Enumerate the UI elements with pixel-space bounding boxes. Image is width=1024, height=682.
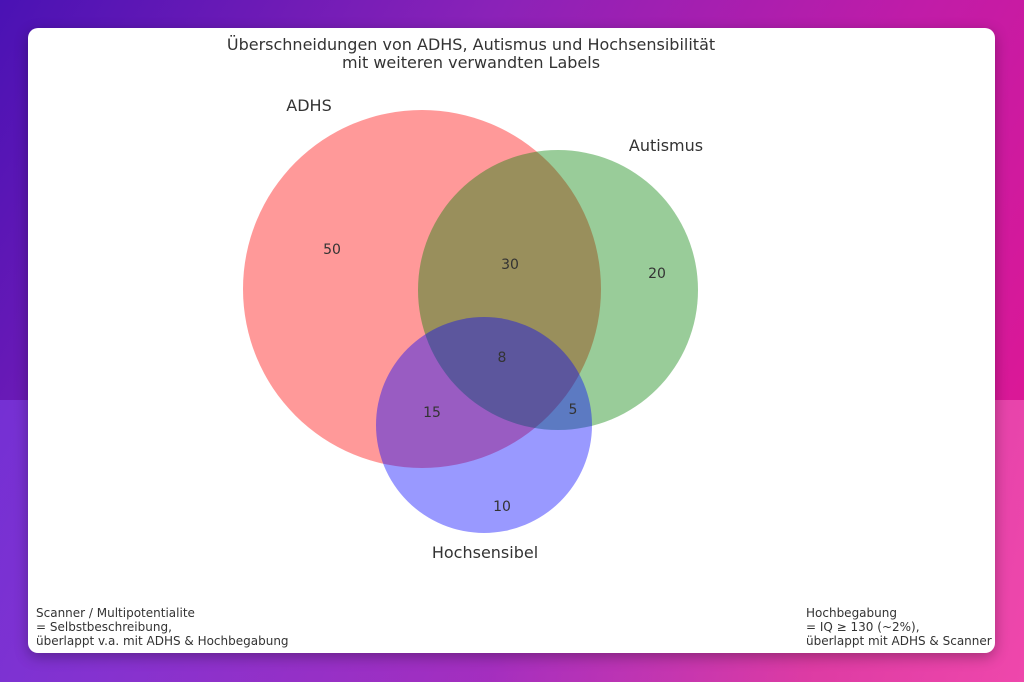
region-all: 8 — [498, 350, 507, 366]
venn-circle-autismus — [418, 150, 698, 430]
venn-circle-adhs — [243, 110, 601, 468]
region-adhs-only: 50 — [323, 242, 341, 258]
chart-card: Überschneidungen von ADHS, Autismus und … — [28, 28, 995, 653]
note-hochbegabung: Hochbegabung = IQ ≥ 130 (~2%), überlappt… — [806, 606, 992, 648]
venn-diagram: Überschneidungen von ADHS, Autismus und … — [227, 35, 715, 562]
set-label-autismus: Autismus — [629, 136, 703, 155]
chart-title-line2: mit weiteren verwandten Labels — [342, 53, 600, 72]
note-scanner: Scanner / Multipotentialite = Selbstbesc… — [36, 606, 289, 648]
set-label-adhs: ADHS — [286, 96, 331, 115]
region-autismus-only: 20 — [648, 266, 666, 282]
chart-title-line1: Überschneidungen von ADHS, Autismus und … — [227, 35, 715, 54]
venn-circle-hochsensibel — [376, 317, 592, 533]
region-adhs-hochsensibel: 15 — [423, 405, 441, 421]
region-hochsensibel-only: 10 — [493, 499, 511, 515]
region-adhs-autismus: 30 — [501, 257, 519, 273]
set-label-hochsensibel: Hochsensibel — [432, 543, 538, 562]
region-autismus-hochsensibel: 5 — [569, 402, 578, 418]
